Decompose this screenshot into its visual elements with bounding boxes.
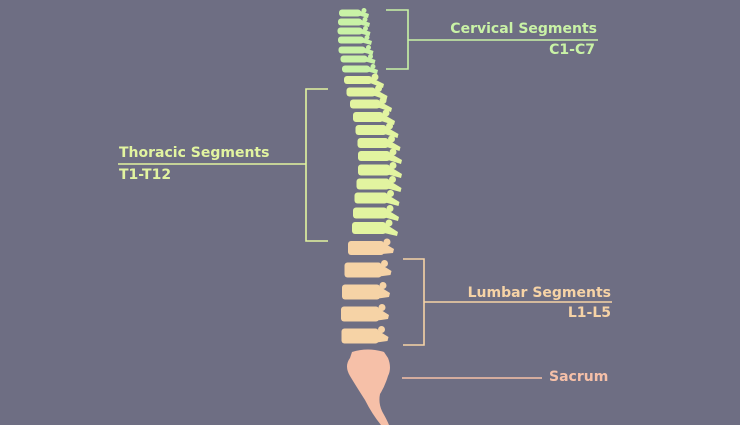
cervical-vertebra bbox=[338, 17, 370, 27]
thoracic-vertebra bbox=[352, 219, 398, 236]
cervical-vertebra bbox=[338, 45, 374, 55]
thoracic-bracket bbox=[305, 88, 328, 242]
thoracic-vertebra bbox=[358, 148, 402, 164]
cervical-label: Cervical Segments bbox=[400, 20, 597, 38]
thoracic-range: T1-T12 bbox=[119, 167, 172, 183]
lumbar-vertebra bbox=[348, 238, 394, 255]
lumbar-segments-title: Lumbar Segments bbox=[467, 285, 611, 301]
lumbar-range: L1-L5 bbox=[567, 305, 611, 321]
cervical-bracket bbox=[386, 9, 409, 70]
thoracic-vertebra bbox=[353, 109, 395, 125]
thoracic-vertebra bbox=[356, 176, 402, 192]
cervical-vertebra bbox=[337, 26, 371, 36]
thoracic-vertebra bbox=[355, 122, 399, 138]
sacrum-title: Sacrum bbox=[549, 369, 609, 385]
lumbar-vertebra bbox=[341, 326, 389, 344]
thoracic-vertebra bbox=[354, 190, 400, 206]
cervical-vertebra bbox=[339, 8, 369, 18]
cervical-vertebra bbox=[338, 35, 372, 45]
thoracic-label: Thoracic Segments bbox=[119, 144, 269, 162]
thoracic-vertebra bbox=[353, 205, 399, 221]
cervical-range-label: C1-C7 bbox=[400, 41, 595, 59]
lumbar-vertebra bbox=[344, 260, 392, 278]
lumbar-range-label: L1-L5 bbox=[420, 304, 611, 322]
thoracic-segments-title: Thoracic Segments bbox=[119, 145, 270, 161]
lumbar-bracket bbox=[403, 258, 425, 346]
sacrum-label: Sacrum bbox=[549, 368, 608, 386]
thoracic-vertebra bbox=[346, 85, 388, 100]
thoracic-vertebra bbox=[344, 73, 384, 88]
lumbar-vertebra bbox=[342, 282, 390, 300]
vertebrae-group bbox=[337, 8, 402, 344]
thoracic-vertebra bbox=[358, 162, 402, 178]
lumbar-label: Lumbar Segments bbox=[420, 284, 611, 302]
thoracic-vertebra bbox=[350, 97, 392, 112]
cervical-segments-title: Cervical Segments bbox=[450, 21, 597, 37]
cervical-range: C1-C7 bbox=[549, 42, 595, 58]
thoracic-range-label: T1-T12 bbox=[119, 166, 171, 184]
thoracic-vertebra bbox=[357, 135, 401, 151]
sacrum-shape bbox=[347, 349, 390, 425]
cervical-vertebra bbox=[340, 54, 376, 64]
cervical-vertebra bbox=[342, 64, 378, 74]
lumbar-vertebra bbox=[341, 304, 389, 322]
